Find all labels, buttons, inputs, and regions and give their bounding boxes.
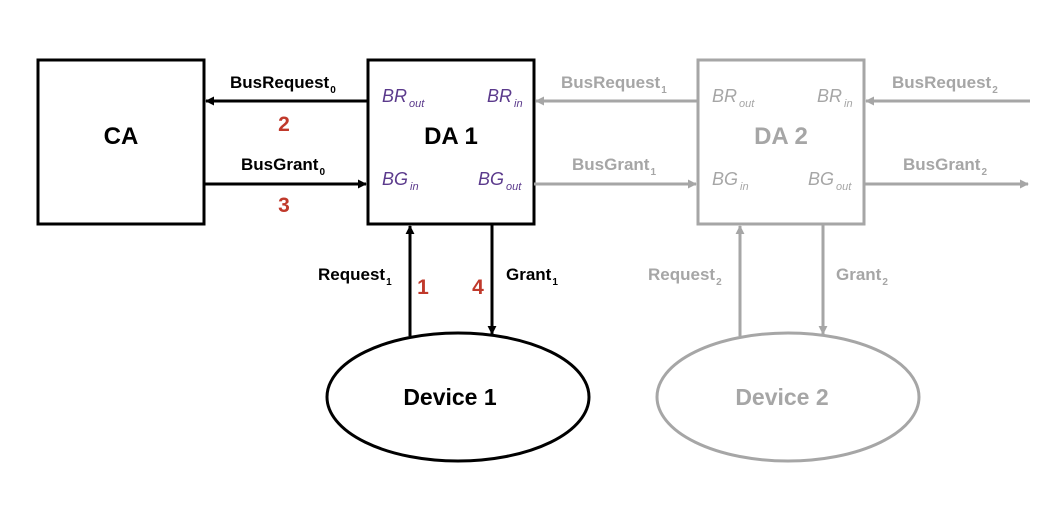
- busrequest2-label: BusRequest2: [892, 73, 998, 96]
- grant2-label: Grant2: [836, 265, 888, 288]
- device1-label: Device 1: [403, 384, 497, 410]
- da2-box: [696, 58, 866, 226]
- busgrant2-label: BusGrant2: [903, 155, 987, 178]
- step-4-number: 4: [472, 276, 484, 299]
- ca-box: [36, 58, 206, 226]
- busgrant1-label: BusGrant1: [572, 155, 656, 178]
- ca-label: CA: [104, 123, 139, 150]
- grant1-label: Grant1: [506, 265, 558, 288]
- step-2-number: 2: [278, 113, 290, 136]
- step-3-number: 3: [278, 194, 290, 217]
- device2-ellipse: [655, 331, 921, 463]
- request1-label: Request1: [318, 265, 392, 288]
- busrequest1-label: BusRequest1: [561, 73, 667, 96]
- device1-ellipse: [325, 331, 591, 463]
- busgrant0-label: BusGrant0: [241, 155, 325, 178]
- step-1-number: 1: [417, 276, 429, 299]
- da2-label: DA 2: [754, 123, 808, 150]
- da1-label: DA 1: [424, 123, 478, 150]
- busrequest0-label: BusRequest0: [230, 73, 336, 96]
- da1-box: [366, 58, 536, 226]
- request2-label: Request2: [648, 265, 722, 288]
- device2-label: Device 2: [735, 384, 828, 410]
